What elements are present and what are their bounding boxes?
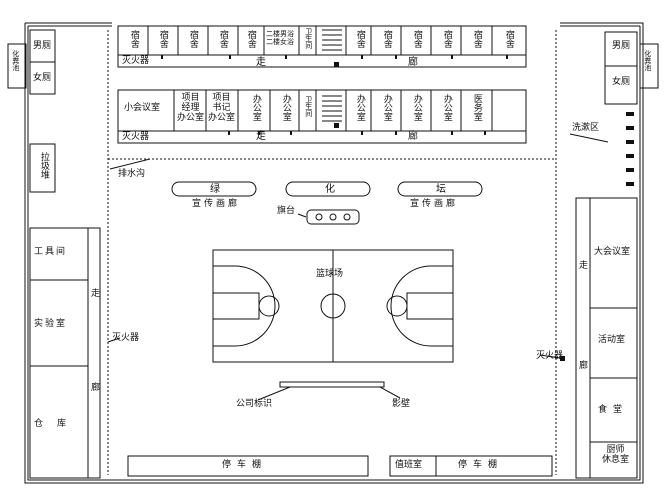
lab-label: 实验室 xyxy=(34,319,68,329)
flowerbed-label: 化 xyxy=(325,184,335,195)
flowerbed-2 xyxy=(285,181,371,197)
doors xyxy=(161,55,565,361)
carport-label: 停车棚 xyxy=(458,460,504,470)
dorm-label: 宿舍 xyxy=(441,30,452,48)
wash-label: 洗漱区 xyxy=(572,123,600,133)
carport-right xyxy=(389,455,553,477)
room-label: 医务室 xyxy=(471,94,482,121)
corridor-label: 廊 xyxy=(408,57,418,68)
room-label: 办公室 xyxy=(250,94,261,121)
meeting-hall-label: 大会议室 xyxy=(594,247,631,257)
room-label: 项目 书记 办公室 xyxy=(208,93,236,123)
flowerbed-3 xyxy=(397,181,483,197)
canteen-label: 食堂 xyxy=(598,405,629,415)
walk-label: 走 xyxy=(579,261,589,271)
tool-room-label: 工具间 xyxy=(34,247,68,257)
septic-label: 化粪池 xyxy=(643,50,652,71)
duty-room-label: 值班室 xyxy=(395,460,423,470)
dorm-label: 宿舍 xyxy=(354,30,365,48)
wash-area-icons xyxy=(626,112,634,186)
flowerbed-label: 绿 xyxy=(210,184,220,195)
fire-extinguisher-label: 灭火器 xyxy=(536,351,564,361)
dorm-label: 宿舍 xyxy=(245,30,256,48)
screen-wall xyxy=(279,381,385,388)
room-label: 小会议室 xyxy=(124,103,161,113)
dorm-label: 宿舍 xyxy=(128,30,139,48)
walk-label: 走 xyxy=(91,289,101,299)
corridor-label: 廊 xyxy=(408,131,418,142)
flag-label: 旗台 xyxy=(277,206,296,216)
flowerbed-1 xyxy=(171,181,257,197)
dorm-label: 宿舍 xyxy=(217,30,228,48)
dorm-block xyxy=(117,25,527,68)
activity-room-label: 活动室 xyxy=(598,335,626,345)
store-label: 仓库 xyxy=(34,419,81,429)
female-wc-label: 女厕 xyxy=(612,77,631,87)
left-building xyxy=(29,227,101,479)
office-block xyxy=(117,89,527,144)
male-wc-label: 男厕 xyxy=(612,41,631,51)
site-wall-outer2 xyxy=(24,22,644,484)
promo-gallery-label: 宣传画廊 xyxy=(410,199,459,209)
corridor-label: 走 xyxy=(256,57,266,68)
room-label: 办公室 xyxy=(280,94,291,121)
walk-label: 廊 xyxy=(91,383,101,393)
fire-extinguisher-label: 灭火器 xyxy=(112,333,140,343)
room-partitions xyxy=(147,26,493,131)
wc-label: 卫生间 xyxy=(304,96,313,117)
corridor-label: 走 xyxy=(256,131,266,142)
flag-platform xyxy=(306,209,360,225)
room-label: 办公室 xyxy=(411,94,422,121)
fire-extinguisher-label: 灭火器 xyxy=(122,132,150,142)
screen-label: 影壁 xyxy=(392,399,411,409)
site-wall-outer xyxy=(27,25,641,481)
dorm-label: 宿舍 xyxy=(471,30,482,48)
room-label: 办公室 xyxy=(354,94,365,121)
room-label: 项目 经理 办公室 xyxy=(177,93,205,123)
dorm-label: 宿舍 xyxy=(381,30,392,48)
garbage-box xyxy=(29,143,56,193)
garbage-label: 拉圾堆 xyxy=(38,152,49,179)
bath-label: 二楼男浴 二楼女浴 xyxy=(266,30,294,46)
female-wc-label: 女厕 xyxy=(33,73,52,83)
septic-right xyxy=(639,43,659,89)
dorm-label: 宿舍 xyxy=(503,30,514,48)
room-label: 办公室 xyxy=(381,94,392,121)
drain-label: 排水沟 xyxy=(118,169,146,179)
septic-left xyxy=(7,43,27,89)
dorm-label: 宿舍 xyxy=(157,30,168,48)
carport-left xyxy=(127,455,369,477)
room-label: 办公室 xyxy=(441,94,452,121)
wc-label: 卫生间 xyxy=(304,28,313,49)
court-label: 篮球场 xyxy=(316,269,344,279)
logo-label: 公司标识 xyxy=(236,399,273,409)
carport-label: 停车棚 xyxy=(222,460,268,470)
septic-label: 化粪池 xyxy=(11,50,20,71)
promo-gallery-label: 宣传画廊 xyxy=(192,199,241,209)
flowerbed-label: 坛 xyxy=(436,184,446,195)
chef-room-label: 厨师 休息室 xyxy=(602,445,630,465)
dorm-label: 宿舍 xyxy=(187,30,198,48)
walk-label: 廊 xyxy=(579,361,589,371)
fire-extinguisher-label: 灭火器 xyxy=(122,56,150,66)
male-wc-label: 男厕 xyxy=(33,41,52,51)
dorm-label: 宿舍 xyxy=(411,30,422,48)
wc-block-right xyxy=(604,31,638,105)
